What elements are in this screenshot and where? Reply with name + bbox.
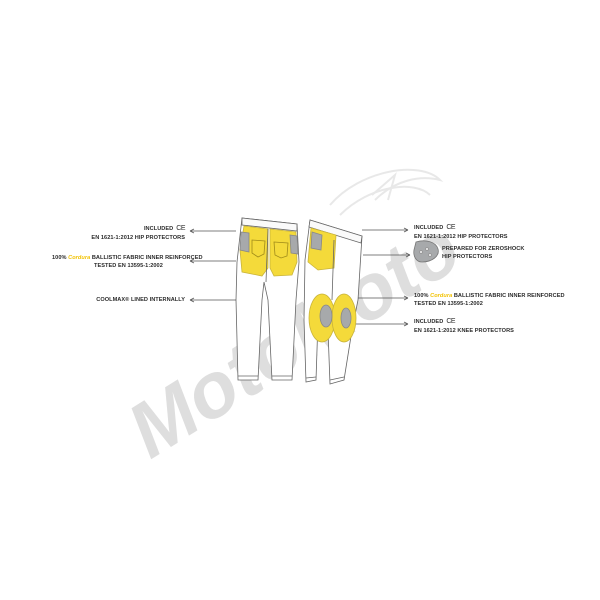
label-coolmax-text: COOLMAX® LINED INTERNALLY [96,297,185,303]
label-included: INCLUDED [414,319,444,325]
arrow-zeroshock-head [405,252,411,258]
front-hip-protector [310,231,323,251]
cordura-brand: Cordura [430,293,453,299]
watermark-swoosh-3 [371,172,397,201]
arrow-coolmax-head [189,297,195,303]
label-zeroshock: PREPARED FOR ZEROSHOCK HIP PROTECTORS [442,245,524,261]
back-pocket-left [251,239,266,258]
label-included: INCLUDED [414,225,444,231]
leader-arrows [189,227,411,327]
front-hem [305,376,345,381]
label-standard: EN 1621-1:2012 HIP PROTECTORS [91,235,185,242]
label-standard: EN 1621-1:2012 KNEE PROTECTORS [414,328,514,335]
arrow-ballistic-left-head [189,258,195,264]
label-fabric: BALLISTIC FABRIC INNER REINFORCED [453,293,565,299]
front-knee-protector-right [340,307,352,329]
label-ballistic-back: 100% Cordura BALLISTIC FABRIC INNER REIN… [52,254,203,270]
label-percent: 100% [52,255,67,261]
front-view-pants [303,219,363,385]
front-waistband [308,219,363,244]
watermark-swoosh-1 [329,168,444,206]
label-zeroshock-line1: PREPARED FOR ZEROSHOCK [442,246,525,252]
ce-mark-icon: CE [446,224,456,231]
label-included: INCLUDED [143,226,174,232]
back-hip-protector-right [289,234,299,255]
cordura-brand: Cordura [68,255,91,261]
label-ballistic-front: 100% Cordura BALLISTIC FABRIC INNER REIN… [414,292,565,308]
back-waistband [241,217,298,232]
label-test-standard: TESTED EN 13595-1:2002 [94,263,163,270]
front-fly-seam [331,239,335,301]
arrow-knee-head [403,321,409,327]
arrow-hip-left-head [189,228,195,234]
label-fabric: BALLISTIC FABRIC INNER REINFORCED [91,255,203,261]
back-view-pants [235,217,300,381]
label-zeroshock-line2: HIP PROTECTORS [442,254,493,261]
label-percent: 100% [414,293,429,299]
back-hip-protector-left [239,231,250,253]
label-coolmax: COOLMAX® LINED INTERNALLY [96,296,185,304]
label-test-standard: TESTED EN 13595-1:2002 [414,301,483,308]
back-seam [265,228,269,283]
front-knee-protector-left [319,304,333,328]
label-standard: EN 1621-1:2012 HIP PROTECTORS [414,234,508,241]
ce-mark-icon: CE [446,318,456,325]
arrow-ballistic-right-head [403,295,409,301]
arrow-hip-right-head [403,227,409,233]
zeroshock-icon [413,240,439,263]
watermark-swoosh-2 [339,185,431,216]
back-pocket-right [273,241,289,259]
ce-mark-icon: CE [176,225,185,232]
